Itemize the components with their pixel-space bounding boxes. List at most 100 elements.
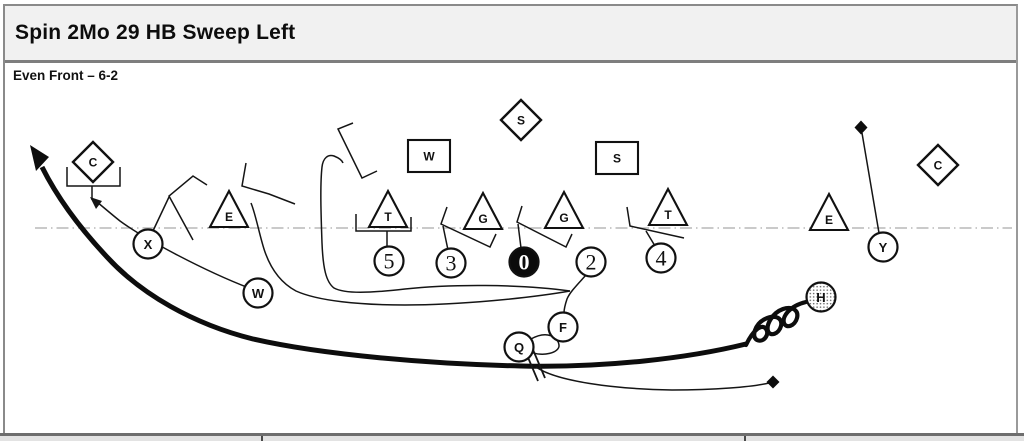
y-block-line <box>861 132 880 234</box>
player-circle-icon <box>575 246 607 278</box>
defender-label: G <box>559 211 568 225</box>
defender-label: E <box>225 210 233 224</box>
block-staple-tackle-right <box>626 206 685 239</box>
player-circle-icon <box>645 242 677 274</box>
boot-end-diamond-icon <box>766 375 780 389</box>
split-end-crack-line <box>96 201 250 289</box>
block-staple-right-of-end <box>241 162 296 205</box>
hb-sweep-path-group <box>30 145 809 369</box>
block-staple-left-of-end <box>168 175 208 241</box>
player-label: 3 <box>446 251 457 276</box>
hb-sweep-path <box>39 165 747 369</box>
offense-player-0: 0 <box>508 246 540 278</box>
play-title: Spin 2Mo 29 HB Sweep Left <box>15 21 296 44</box>
x-block-line <box>151 196 170 234</box>
triangle-icon <box>543 189 585 230</box>
defender-label: S <box>613 152 621 166</box>
diamond-icon <box>71 140 115 184</box>
offense-player-y: Y <box>867 231 899 263</box>
crack-arrowhead-icon <box>90 197 102 209</box>
triangle-icon <box>462 190 504 231</box>
title-bar: Spin 2Mo 29 HB Sweep Left <box>5 6 1016 63</box>
defender-g-4: G <box>543 189 585 230</box>
player-label: 5 <box>384 249 395 274</box>
card-frame <box>3 4 1018 435</box>
next-row-divider <box>744 435 746 441</box>
subtitle-row: Even Front – 6-2 <box>5 68 1016 86</box>
next-row-strip <box>0 435 1024 441</box>
player-circle-icon <box>547 311 579 343</box>
defender-label: S <box>517 114 525 128</box>
player-circle-icon <box>373 245 405 277</box>
triangle-icon <box>647 186 689 227</box>
pull-path-kickout <box>250 202 571 306</box>
defender-s-9: S <box>499 98 543 142</box>
player-circle-icon <box>508 246 540 278</box>
defender-c-0: C <box>71 140 115 184</box>
player-circle-icon <box>132 228 164 260</box>
card-bottom-border <box>0 433 1024 436</box>
lineman-4-block-line <box>645 230 656 247</box>
offense-player-2: 2 <box>575 246 607 278</box>
player-label: W <box>252 286 265 301</box>
player-circle-icon <box>242 277 274 309</box>
block-staple-backer <box>336 122 378 179</box>
guard-2-release-line <box>563 274 587 314</box>
sweep-arrowhead-icon <box>30 145 49 171</box>
front-label: Even Front – 6-2 <box>13 68 119 83</box>
diamond-icon <box>499 98 543 142</box>
player-circle-icon <box>503 331 535 363</box>
offense-player-5: 5 <box>373 245 405 277</box>
offense-player-q: Q <box>503 331 535 363</box>
corner-block-bracket <box>66 167 121 200</box>
next-row-divider <box>261 435 263 441</box>
player-label: X <box>144 237 153 252</box>
defender-label: T <box>384 210 392 224</box>
player-label: F <box>559 320 567 335</box>
pull-path-upfield <box>320 154 571 293</box>
offense-player-3: 3 <box>435 247 467 279</box>
offense-layer: X W 5 3 0 2 4Q F H Y <box>132 228 899 363</box>
player-label: 4 <box>656 246 667 271</box>
spin-motion-coil <box>743 299 809 348</box>
defender-w-8: W <box>406 138 452 174</box>
diamond-icon <box>916 143 960 187</box>
defender-label: W <box>423 150 435 164</box>
defender-label: C <box>934 159 943 173</box>
block-staple-guard-left <box>440 206 497 248</box>
qb-boot-path <box>535 366 770 391</box>
player-circle-icon <box>867 231 899 263</box>
defender-label: T <box>664 208 672 222</box>
triangle-icon <box>208 188 250 229</box>
tackle-block-bracket <box>355 214 412 247</box>
defender-s-10: S <box>594 140 640 176</box>
player-circle-icon <box>805 281 837 313</box>
defender-t-2: T <box>367 188 409 229</box>
offense-player-h: H <box>805 281 837 313</box>
offense-player-w: W <box>242 277 274 309</box>
square-icon <box>406 138 452 174</box>
center-block-line <box>517 223 522 249</box>
triangle-icon <box>808 191 850 232</box>
defender-e-1: E <box>208 188 250 229</box>
defender-label: E <box>825 213 833 227</box>
square-icon <box>594 140 640 176</box>
qb-spin-loop <box>530 334 560 355</box>
block-staple-guard-right <box>516 205 573 249</box>
y-end-diamond-icon <box>854 120 868 135</box>
player-circle-icon <box>435 247 467 279</box>
defender-label: C <box>89 156 98 170</box>
offense-player-f: F <box>547 311 579 343</box>
defense-layer: C E T G G T E C W S S <box>71 98 960 232</box>
defender-c-7: C <box>916 143 960 187</box>
player-label: Y <box>879 240 888 255</box>
player-label: Q <box>514 340 524 355</box>
offense-player-x: X <box>132 228 164 260</box>
offense-player-4: 4 <box>645 242 677 274</box>
defender-label: G <box>478 212 487 226</box>
player-label: 0 <box>519 250 530 275</box>
defender-e-6: E <box>808 191 850 232</box>
lineman-3-block-line <box>442 225 449 251</box>
